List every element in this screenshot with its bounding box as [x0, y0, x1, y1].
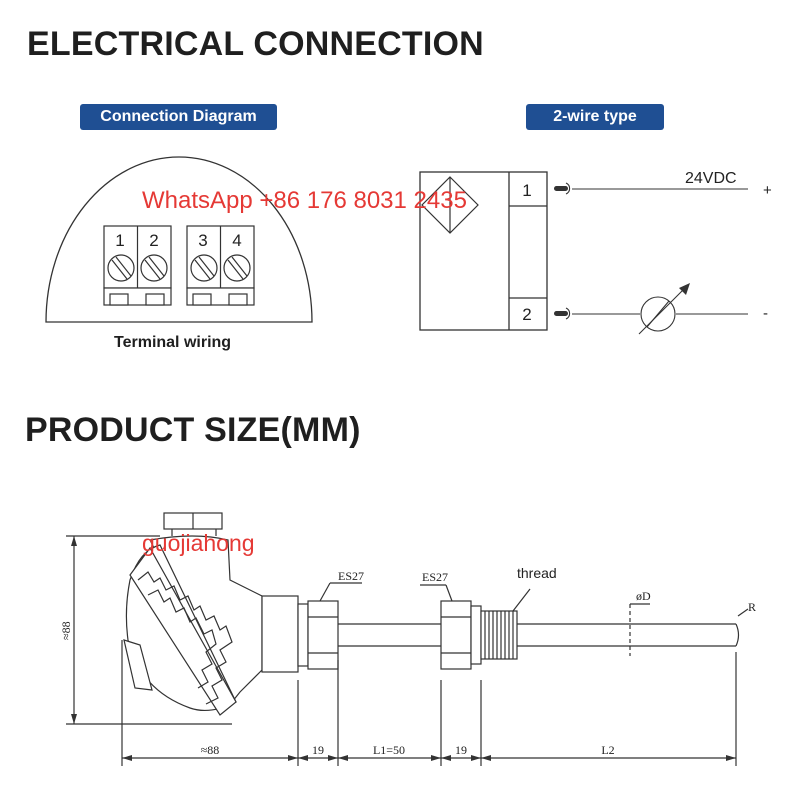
brand-watermark: guojiahong — [142, 530, 255, 556]
product-size-heading: PRODUCT SIZE(MM) — [25, 411, 361, 449]
hex-segment-2-dimension-label: 19 — [455, 743, 467, 757]
plus-sign: + — [763, 182, 772, 199]
head-width-dimension-label: ≈88 — [201, 743, 220, 757]
connection-diagram-badge: Connection Diagram — [80, 104, 277, 130]
terminal-number-1: 1 — [115, 231, 124, 250]
terminal-number-3: 3 — [198, 231, 207, 250]
hex-segment-dimension-label: 19 — [312, 743, 324, 757]
whatsapp-watermark: WhatsApp +86 176 8031 2435 — [142, 187, 467, 214]
terminal-number-4: 4 — [232, 231, 241, 250]
radius-label: R — [748, 600, 756, 614]
electrical-connection-heading: ELECTRICAL CONNECTION — [27, 25, 484, 63]
l2-dimension-label: L2 — [601, 743, 614, 757]
diameter-label: øD — [636, 589, 651, 603]
gauge-arrow-icon — [679, 283, 690, 295]
pin-2-label: 2 — [522, 305, 531, 324]
supply-voltage-label: 24VDC — [685, 170, 737, 187]
thread-label: thread — [517, 565, 557, 581]
pin-1-label: 1 — [522, 181, 531, 200]
terminal-wiring-caption: Terminal wiring — [114, 334, 232, 351]
minus-sign: - — [763, 305, 768, 322]
es27-label-1: ES27 — [338, 569, 364, 583]
l1-dimension-label: L1=50 — [373, 743, 405, 757]
height-dimension-label: ≈88 — [59, 621, 73, 640]
two-wire-type-badge: 2-wire type — [526, 104, 664, 130]
es27-label-2: ES27 — [422, 570, 448, 584]
terminal-number-2: 2 — [149, 231, 158, 250]
